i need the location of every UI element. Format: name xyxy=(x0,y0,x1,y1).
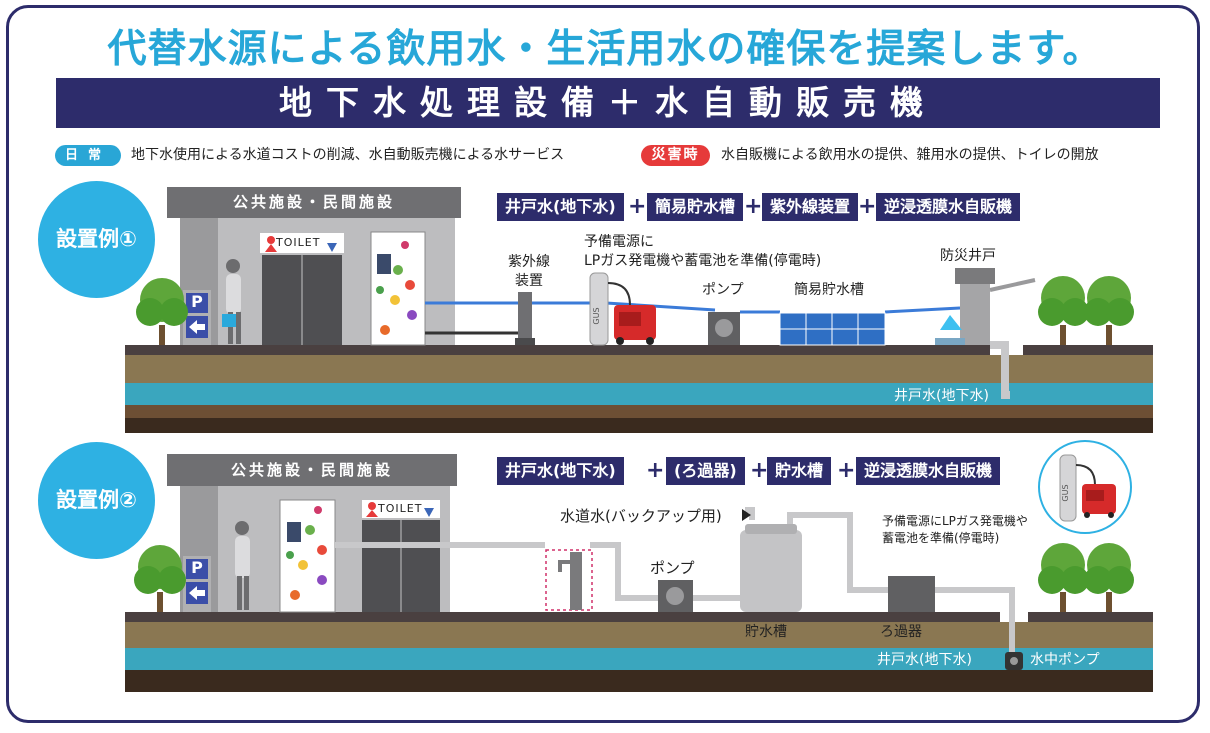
groundwater-label-1: 井戸水(地下水) xyxy=(894,388,989,404)
formula-1-simple-tank: 簡易貯水槽 xyxy=(647,193,744,221)
building-label-2: 公共施設・民間施設 xyxy=(230,461,393,479)
daily-badge: 日常 xyxy=(55,145,121,166)
pump-1 xyxy=(708,312,740,345)
parking-sign-2 xyxy=(183,556,211,612)
formula-1-groundwater: 井戸水(地下水) xyxy=(497,193,624,221)
pipes-1 xyxy=(425,301,1010,399)
pipes-2 xyxy=(335,507,1015,655)
pump-label-1: ポンプ xyxy=(702,282,744,298)
tap-water-label: 水道水(バックアップ用) xyxy=(560,507,722,525)
plus-icon: + xyxy=(646,458,665,483)
formula-1-uv-device: 紫外線装置 xyxy=(762,193,859,221)
triangle-right-icon xyxy=(742,509,751,521)
power-label-2-line1: 予備電源にLPガス発電機や xyxy=(882,514,1028,528)
page-title: 代替水源による飲用水・生活用水の確保を提案します。 xyxy=(107,27,1103,72)
pump-2 xyxy=(658,580,693,612)
svg-text:GUS: GUS xyxy=(592,307,601,324)
storage-tank-2 xyxy=(740,524,802,612)
power-label-1-line2: LPガス発電機や蓄電池を準備(停電時) xyxy=(584,253,822,269)
plus-icon: + xyxy=(750,458,769,483)
disaster-well-1 xyxy=(935,268,1036,345)
disaster-badge: 災害時 xyxy=(641,145,710,166)
ground-1 xyxy=(125,345,1153,433)
uv-label-line2: 装置 xyxy=(515,273,543,289)
toilet-sign-2: TOILET xyxy=(378,502,423,515)
trees-left-2 xyxy=(134,545,186,612)
formula-2-tank: 貯水槽 xyxy=(767,457,832,485)
tap-faucet-2 xyxy=(545,549,593,611)
submersible-pump-2 xyxy=(1005,652,1023,670)
plus-icon: + xyxy=(628,194,647,219)
parking-sign-1 xyxy=(183,290,211,345)
svg-text:GUS: GUS xyxy=(1061,484,1070,501)
filter-2 xyxy=(888,576,935,612)
trees-right-2 xyxy=(1038,543,1134,612)
outer-frame xyxy=(6,5,1200,723)
disaster-text: 水自販機による飲用水の提供、雑用水の提供、トイレの開放 xyxy=(721,147,1099,163)
parking-letter-1: P xyxy=(191,292,203,311)
plus-icon: + xyxy=(858,194,877,219)
tank-1 xyxy=(779,312,886,346)
formula-2-groundwater: 井戸水(地下水) xyxy=(497,457,624,485)
plus-icon: + xyxy=(837,458,856,483)
uv-device-1 xyxy=(515,292,535,345)
well-label-1: 防災井戸 xyxy=(940,248,996,264)
building-label-1: 公共施設・民間施設 xyxy=(232,193,395,211)
gus-generator-1: GUS xyxy=(589,272,656,346)
building-1 xyxy=(167,187,461,346)
filter-label-2: ろ過器 xyxy=(880,624,922,640)
formula-1-ro-vending: 逆浸透膜水自販機 xyxy=(876,193,1021,221)
parking-letter-2: P xyxy=(191,558,203,577)
toilet-sign-1: TOILET xyxy=(276,236,321,249)
example-1-badge: 設置例① xyxy=(38,181,155,298)
groundwater-label-2: 井戸水(地下水) xyxy=(877,652,972,668)
power-label-2-line2: 蓄電池を準備(停電時) xyxy=(882,531,1000,545)
pump-label-2: ポンプ xyxy=(650,559,695,577)
daily-text: 地下水使用による水道コストの削減、水自動販売機による水サービス xyxy=(131,147,565,163)
tank-label-2: 貯水槽 xyxy=(745,624,787,640)
submersible-pump-label: 水中ポンプ xyxy=(1030,652,1100,668)
gus-generator-inset-2: GUS xyxy=(1038,440,1132,534)
subtitle-banner: 地下水処理設備＋水自動販売機 xyxy=(56,78,1160,128)
example-2-badge: 設置例② xyxy=(38,442,155,559)
formula-2-ro-vending: 逆浸透膜水自販機 xyxy=(856,457,1001,485)
building-2 xyxy=(167,454,457,613)
ground-2 xyxy=(125,612,1153,692)
trees-right-1 xyxy=(1038,276,1134,345)
tank-label-1: 簡易貯水槽 xyxy=(794,282,864,298)
plus-icon: + xyxy=(744,194,763,219)
uv-label-line1: 紫外線 xyxy=(508,254,550,270)
trees-left-1 xyxy=(136,278,188,345)
power-label-1-line1: 予備電源に xyxy=(584,234,654,250)
formula-2-filter: (ろ過器) xyxy=(666,457,745,485)
